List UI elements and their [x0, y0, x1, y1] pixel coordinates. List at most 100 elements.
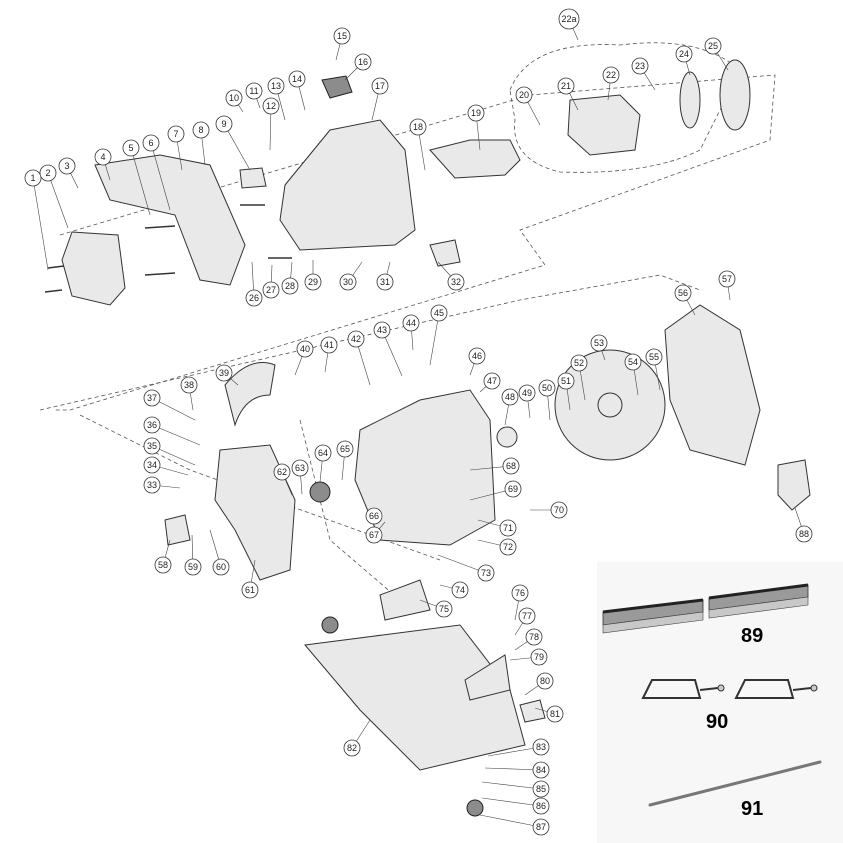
- upper-blade-guard-front: [214, 444, 296, 581]
- callout-67: 67: [365, 521, 386, 544]
- callout-number: 50: [542, 383, 552, 393]
- callout-number: 81: [550, 709, 560, 719]
- callout-41: 41: [320, 336, 338, 373]
- callout-60: 60: [209, 529, 230, 576]
- callout-number: 20: [519, 90, 529, 100]
- callout-33: 33: [143, 476, 181, 494]
- switch-lock: [321, 75, 353, 99]
- callout-87: 87: [479, 814, 550, 836]
- callout-23: 23: [631, 57, 656, 91]
- callout-73: 73: [437, 554, 495, 582]
- callout-bubble: [518, 607, 536, 625]
- callout-20: 20: [515, 86, 541, 126]
- callout-bubble: [142, 134, 160, 152]
- callout-bubble: [502, 457, 520, 475]
- callout-bubble: [558, 8, 580, 30]
- callout-number: 21: [561, 81, 571, 91]
- base-plate-assembly: [304, 579, 546, 817]
- callout-number: 57: [722, 274, 732, 284]
- callout-bubble: [499, 538, 517, 556]
- callout-76: 76: [511, 584, 529, 621]
- callout-bubble: [24, 169, 42, 187]
- callout-bubble: [343, 739, 361, 757]
- callout-bubble: [320, 336, 338, 354]
- callout-14: 14: [288, 70, 306, 111]
- callout-bubble: [550, 501, 568, 519]
- guide-rail: [602, 583, 809, 634]
- callout-62: 62: [273, 463, 293, 496]
- callout-number: 22a: [561, 14, 576, 24]
- callout-bubble: [532, 761, 550, 779]
- callout-leader-line: [130, 147, 151, 216]
- callout-number: 67: [369, 530, 379, 540]
- callout-number: 18: [413, 122, 423, 132]
- field-stator: [567, 94, 641, 156]
- drive-gear: [309, 481, 331, 503]
- callout-42: 42: [347, 330, 371, 386]
- depth-lever: [164, 514, 191, 546]
- callout-bubble: [430, 304, 448, 322]
- callout-number: 58: [158, 560, 168, 570]
- callout-26: 26: [245, 261, 263, 307]
- callout-9: 9: [215, 115, 251, 171]
- callout-number: 17: [375, 81, 385, 91]
- callout-bubble: [314, 444, 332, 462]
- callout-number: 31: [380, 277, 390, 287]
- callout-32: 32: [437, 261, 465, 291]
- callout-bubble: [511, 584, 529, 602]
- blade-flange: [597, 392, 623, 418]
- callout-75: 75: [419, 599, 453, 618]
- callout-70: 70: [530, 501, 568, 519]
- callout-number: 3: [64, 161, 69, 171]
- bevel-knob: [466, 799, 484, 817]
- callout-88: 88: [794, 507, 813, 543]
- callout-71: 71: [477, 519, 517, 537]
- callout-bubble: [376, 273, 394, 291]
- callout-number: 88: [799, 529, 809, 539]
- accessory-label-89: 89: [741, 625, 763, 647]
- callout-number: 52: [574, 358, 584, 368]
- callout-81: 81: [534, 705, 564, 723]
- guide-rail-clamps: [641, 679, 818, 699]
- callout-bubble: [143, 389, 161, 407]
- callout-29: 29: [304, 260, 322, 291]
- callout-bubble: [365, 507, 383, 525]
- callout-bubble: [273, 463, 291, 481]
- callout-43: 43: [373, 321, 403, 377]
- callout-number: 38: [184, 380, 194, 390]
- callout-19: 19: [467, 104, 485, 151]
- callout-27: 27: [262, 264, 280, 299]
- callout-bubble: [241, 581, 259, 599]
- callout-number: 71: [503, 523, 513, 533]
- callout-number: 66: [369, 511, 379, 521]
- callout-number: 56: [678, 288, 688, 298]
- spindle-bearing: [496, 426, 518, 448]
- callout-34: 34: [143, 456, 189, 476]
- callout-number: 36: [147, 420, 157, 430]
- callout-bubble: [262, 97, 280, 115]
- callout-number: 10: [229, 93, 239, 103]
- callout-8: 8: [192, 121, 210, 166]
- callout-number: 19: [471, 108, 481, 118]
- callout-leader-line: [223, 123, 251, 171]
- callout-bubble: [674, 284, 692, 302]
- armature: [429, 139, 521, 179]
- lower-blade-guard: [664, 304, 761, 466]
- callout-bubble: [365, 526, 383, 544]
- callout-bubble: [525, 628, 543, 646]
- callout-15: 15: [333, 27, 351, 61]
- callout-66: 66: [365, 507, 383, 525]
- callout-number: 5: [128, 143, 133, 153]
- callout-1: 1: [24, 169, 49, 271]
- callout-leader-line: [151, 424, 201, 446]
- callout-55: 55: [645, 348, 663, 391]
- callout-number: 23: [635, 61, 645, 71]
- callout-bubble: [94, 148, 112, 166]
- callout-11: 11: [245, 82, 263, 109]
- handle-front: [224, 362, 276, 427]
- callout-bubble: [532, 797, 550, 815]
- callout-bubble: [546, 705, 564, 723]
- callout-bubble: [336, 440, 354, 458]
- callout-leader-line: [481, 781, 542, 790]
